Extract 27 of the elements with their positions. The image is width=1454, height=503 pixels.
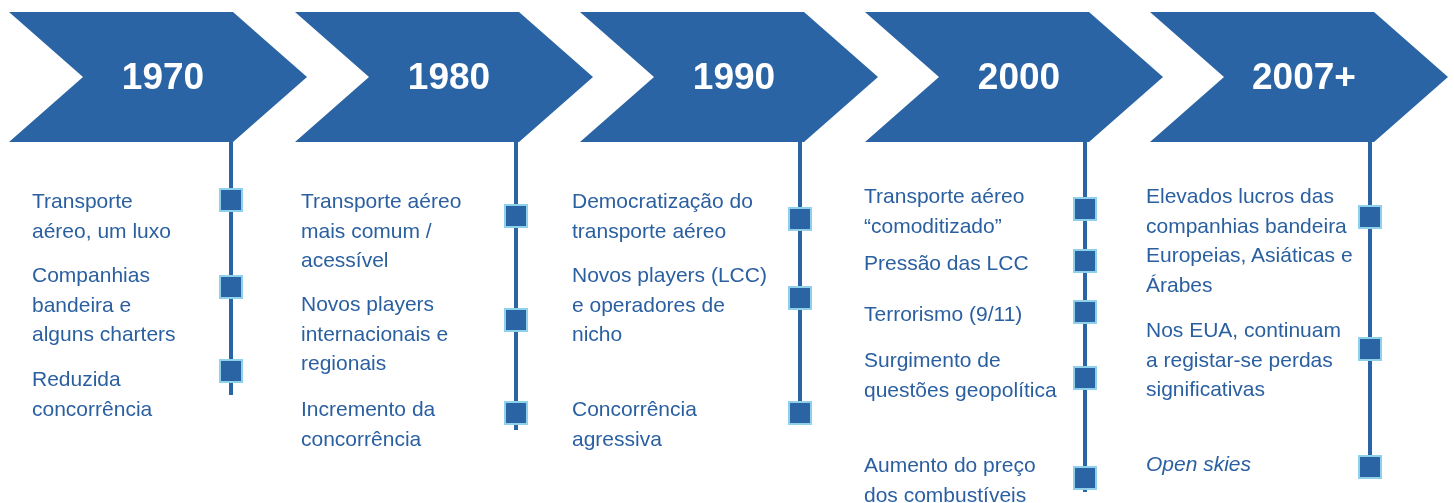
year-label: 1990 (692, 56, 776, 98)
timeline-item-text: Open skies (1146, 451, 1253, 477)
timeline-item-text: Reduzida concorrência (32, 366, 154, 422)
chevron-banner (865, 12, 1163, 142)
chevron-banner (9, 12, 307, 142)
timeline-item-text: Transporte aéreo, um luxo (32, 188, 172, 244)
timeline-item-text: Novos players internacionais e regionais (301, 291, 450, 376)
timeline-item-text: Elevados lucros das companhias bandeira Europeias, Asiáticas e Árabes (1146, 183, 1354, 298)
timeline-item-text: Concorrência agressiva (572, 396, 698, 452)
timeline-item-text: Aumento do preço dos combustíveis (864, 452, 1037, 503)
year-label: 1980 (407, 56, 491, 98)
timeline-item-text: Companhias bandeira e alguns charters (32, 262, 177, 347)
timeline-item-text: Transporte aéreo mais comum / acessível (301, 188, 463, 273)
timeline-item-text: Surgimento de questões geopolítica (864, 347, 1058, 403)
timeline-item-text: Incremento da concorrência (301, 396, 437, 452)
year-label: 1970 (121, 56, 205, 98)
timeline-item-text: Democratização do transporte aéreo (572, 188, 754, 244)
year-label: 2000 (977, 56, 1061, 98)
chevron-banner (295, 12, 593, 142)
timeline-item-text: Pressão das LCC (864, 250, 1030, 276)
chevron-banner (1150, 12, 1448, 142)
year-label: 2007+ (1252, 56, 1356, 98)
timeline-item-text: Terrorismo (9/11) (864, 301, 1024, 327)
timeline-item-text: Nos EUA, continuam a registar-se perdas significativas (1146, 317, 1342, 402)
chevron-banner (580, 12, 878, 142)
timeline-item-text: Novos players (LCC) e operadores de nicho (572, 262, 768, 347)
timeline-item-text: Transporte aéreo “comoditizado” (864, 183, 1026, 239)
